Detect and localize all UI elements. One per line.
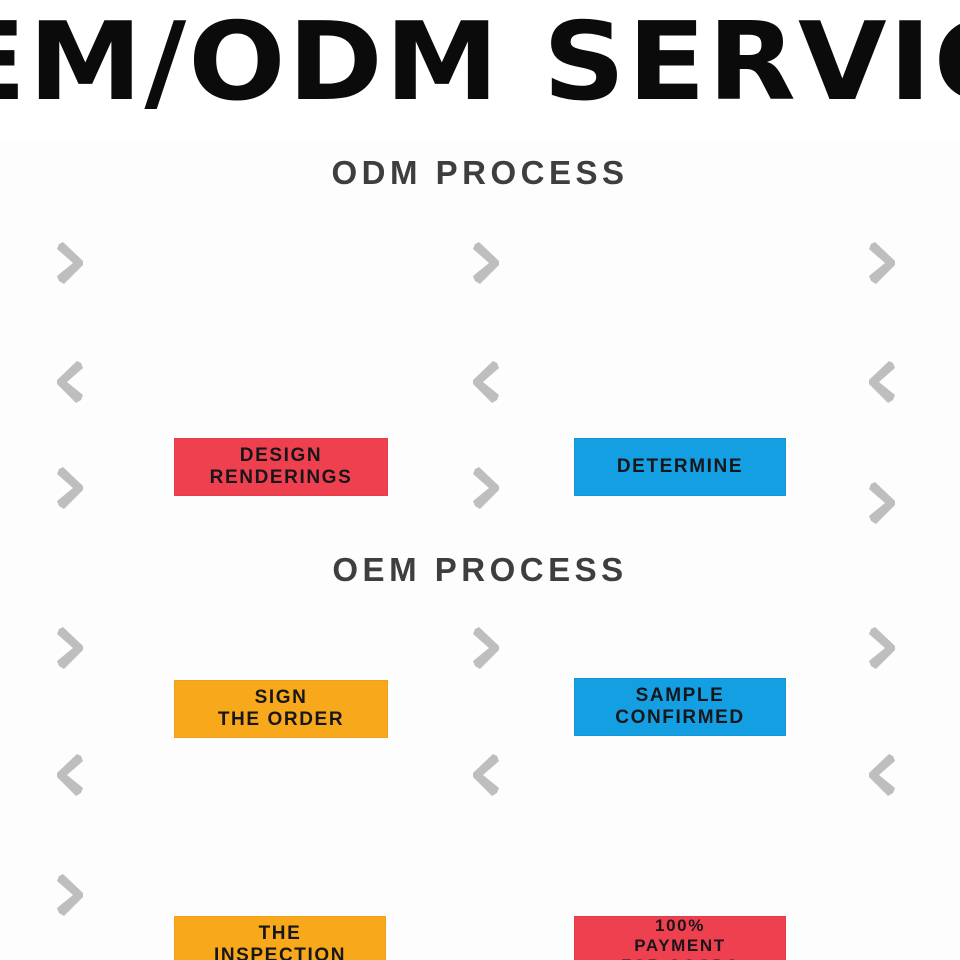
process-box: 100% PAYMENT FOR GOODS [574,916,786,960]
chevron-right-icon [466,240,506,286]
process-box: DESIGN RENDERINGS [174,438,388,496]
chevron-right-icon [50,465,90,511]
process-box: THE INSPECTION [174,916,386,960]
process-row-oem-2: BIG GOODS PRODUCTION 50% DEPOSIT [0,736,960,836]
chevron-right-icon [466,625,506,671]
chevron-left-icon [862,359,902,405]
chevron-right-icon [862,625,902,671]
process-box-label: DESIGN RENDERINGS [209,444,353,488]
chevron-left-icon [466,359,506,405]
banner: EM/ODM SERVIC [0,0,960,140]
chevron-right-icon [50,872,90,918]
process-row-oem-3: SHIPMENT [0,858,960,958]
process-row-oem-1: ON THE FABRIC PROOFING [0,616,960,716]
chevron-right-icon [50,625,90,671]
section-heading-oem: OEM PROCESS [332,551,628,588]
process-box-label: SIGN THE ORDER [217,686,345,730]
process-box-label: 100% PAYMENT FOR GOODS [621,916,738,960]
chevron-right-icon [50,240,90,286]
process-box-label: DETERMINE [616,455,744,477]
chevron-left-icon [50,752,90,798]
chevron-right-icon [466,465,506,511]
process-box: SAMPLE CONFIRMED [574,678,786,736]
process-box-label: THE INSPECTION [213,922,347,960]
chevron-right-icon [862,480,902,526]
process-box: DETERMINE [574,438,786,496]
chevron-left-icon [862,752,902,798]
process-row-odm-2: SIGN THE ORDER SAMPLE CONFIRMED [0,336,960,738]
chevron-right-icon [862,240,902,286]
process-row-odm-3: THE INSPECTION 100% PAYMENT FOR GOODS [0,456,960,960]
process-row-odm-1: DESIGN RENDERINGS DETERMINE [0,216,960,496]
page-title: EM/ODM SERVIC [0,0,960,125]
process-box-label: SAMPLE CONFIRMED [615,684,745,728]
chevron-left-icon [466,752,506,798]
process-box: SIGN THE ORDER [174,680,388,738]
chevron-left-icon [50,359,90,405]
section-heading-odm: ODM PROCESS [331,154,629,191]
